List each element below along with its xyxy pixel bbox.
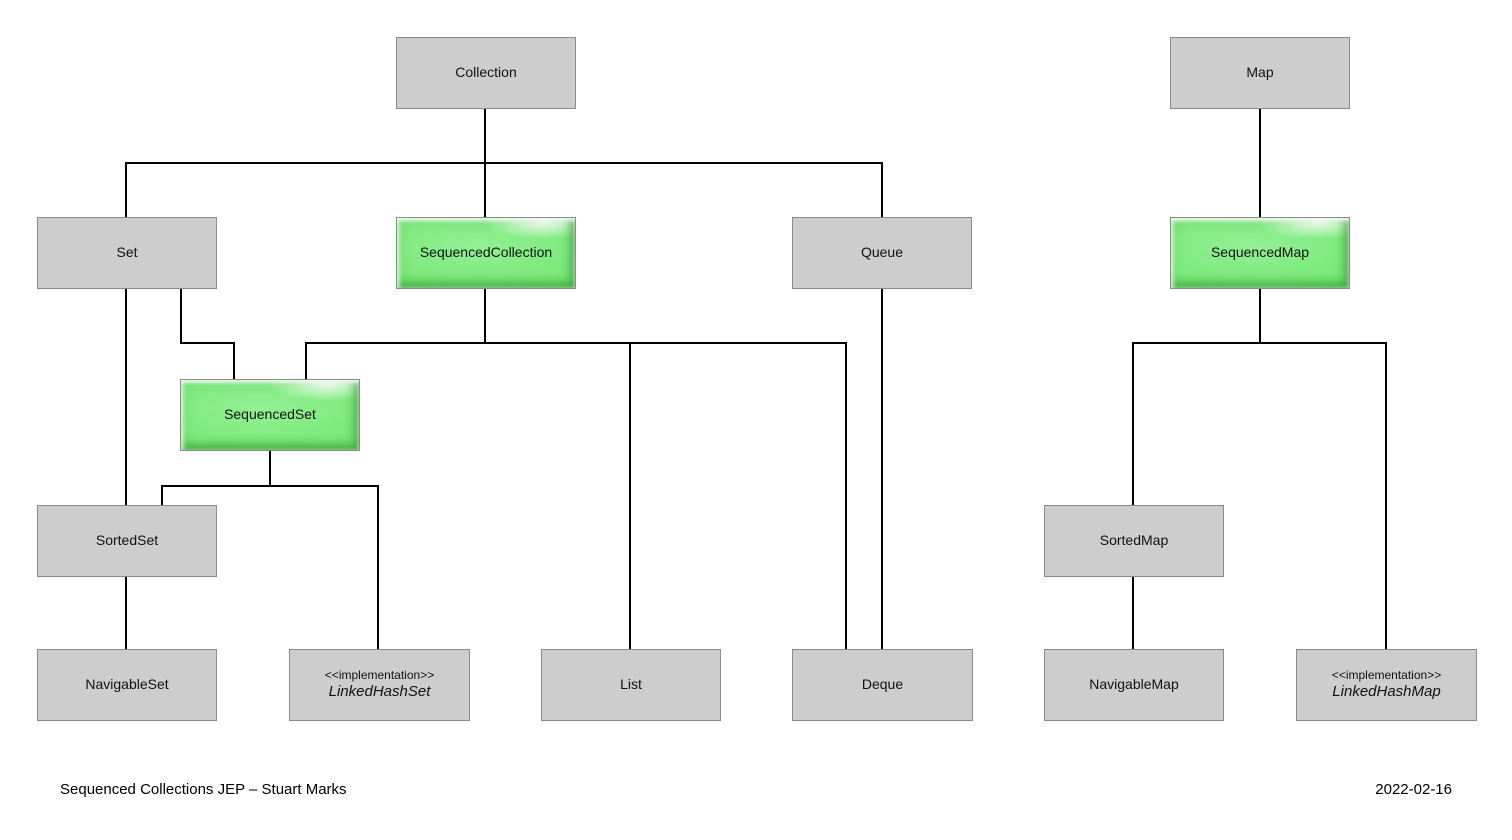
node-sequencedmap-label: SequencedMap <box>1210 244 1310 261</box>
node-sequencedmap: SequencedMap <box>1170 217 1350 289</box>
edge-sequencedcollection-sequencedset <box>305 343 307 379</box>
footer-date: 2022-02-16 <box>1375 781 1452 798</box>
node-navigableset: NavigableSet <box>37 649 217 721</box>
edge-sequencedset-stem <box>269 451 271 486</box>
edge-sequencedmap-linkedhashmap <box>1385 343 1387 649</box>
node-sequencedcollection-label: SequencedCollection <box>419 244 553 261</box>
footer-credit: Sequenced Collections JEP – Stuart Marks <box>60 781 347 798</box>
edge-sequencedset-sortedset <box>161 486 163 505</box>
edge-queue-deque <box>881 289 883 649</box>
node-sortedmap-label: SortedMap <box>1099 532 1169 549</box>
node-set-label: Set <box>116 244 138 261</box>
edge-sequencedcollection-deque <box>845 343 847 649</box>
node-queue-label: Queue <box>860 244 904 261</box>
node-linkedhashset-label: LinkedHashSet <box>328 683 431 701</box>
edge-collection-branch-bar <box>125 162 883 164</box>
node-linkedhashset: <<implementation>> LinkedHashSet <box>289 649 470 721</box>
node-navigableset-label: NavigableSet <box>85 676 169 693</box>
node-sequencedset-label: SequencedSet <box>224 406 316 423</box>
node-list-label: List <box>620 676 642 693</box>
edge-sequencedmap-branch-bar <box>1132 342 1387 344</box>
edge-sortedset-navigableset <box>125 577 127 649</box>
node-map-label: Map <box>1246 64 1274 81</box>
node-linkedhashset-stereotype: <<implementation>> <box>324 668 435 683</box>
edge-sortedmap-navigablemap <box>1132 577 1134 649</box>
node-sortedmap: SortedMap <box>1044 505 1224 577</box>
edge-set-sequencedset-v2 <box>233 343 235 379</box>
edge-sequencedcollection-stem <box>484 289 486 343</box>
node-linkedhashmap-stereotype: <<implementation>> <box>1331 668 1442 683</box>
edge-set-sequencedset-h <box>180 342 235 344</box>
edge-sequencedmap-stem <box>1259 289 1261 343</box>
node-list: List <box>541 649 721 721</box>
node-map: Map <box>1170 37 1350 109</box>
node-sortedset: SortedSet <box>37 505 217 577</box>
node-sortedset-label: SortedSet <box>95 532 159 549</box>
node-queue: Queue <box>792 217 972 289</box>
node-sequencedset: SequencedSet <box>180 379 360 451</box>
node-navigablemap: NavigableMap <box>1044 649 1224 721</box>
edge-sequencedset-branch-bar <box>161 485 379 487</box>
node-sequencedcollection: SequencedCollection <box>396 217 576 289</box>
edge-collection-queue <box>881 163 883 217</box>
edge-collection-set <box>125 163 127 217</box>
node-deque-label: Deque <box>861 676 904 693</box>
edge-sequencedset-linkedhashset <box>377 486 379 649</box>
edge-sequencedmap-sortedmap <box>1132 343 1134 505</box>
edge-sequencedcollection-branch-bar <box>305 342 847 344</box>
node-set: Set <box>37 217 217 289</box>
node-navigablemap-label: NavigableMap <box>1089 676 1179 693</box>
edge-map-sequencedmap <box>1259 109 1261 217</box>
node-collection: Collection <box>396 37 576 109</box>
node-collection-label: Collection <box>455 64 517 81</box>
node-linkedhashmap-label: LinkedHashMap <box>1332 683 1441 701</box>
edge-set-sortedset <box>125 289 127 505</box>
node-linkedhashmap: <<implementation>> LinkedHashMap <box>1296 649 1477 721</box>
node-deque: Deque <box>792 649 973 721</box>
edge-set-sequencedset-v1 <box>180 289 182 343</box>
edge-sequencedcollection-list <box>629 343 631 649</box>
